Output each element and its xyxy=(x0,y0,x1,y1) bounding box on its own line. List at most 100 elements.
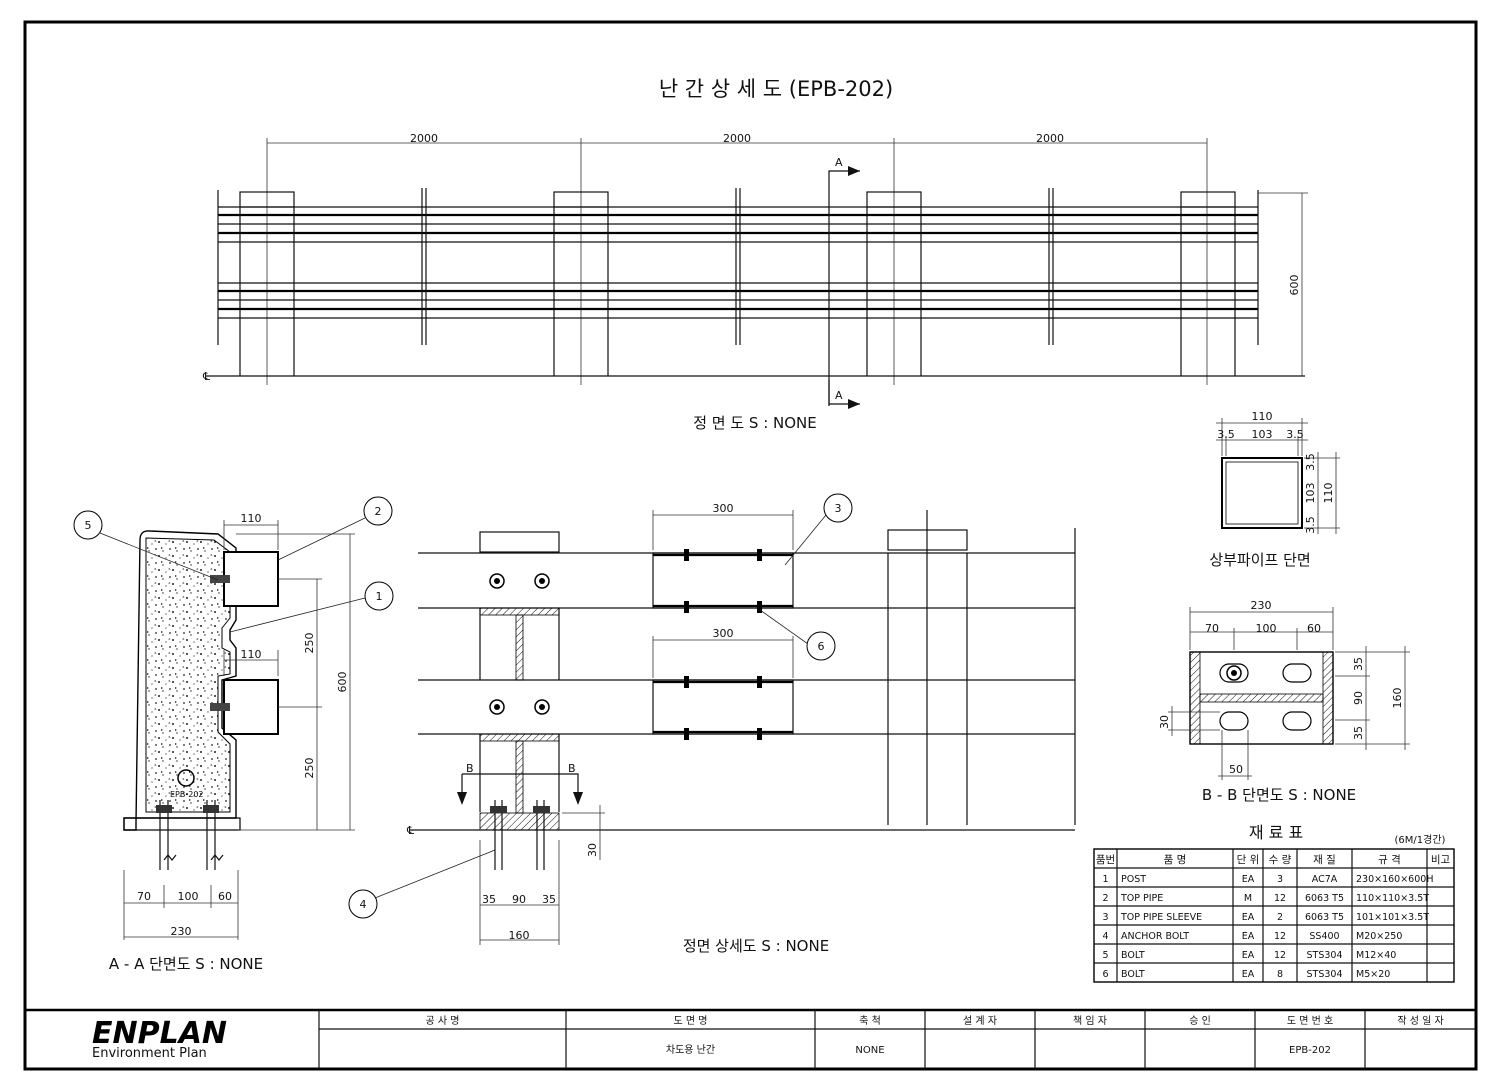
drawing-title: 난 간 상 세 도 (EPB-202) xyxy=(659,77,893,101)
front-view: 2000 2000 2000 xyxy=(202,132,1308,432)
material-row-2-col-3: 2 xyxy=(1277,912,1283,923)
detail-base-dim: 30 xyxy=(586,843,599,857)
aa-w3: 60 xyxy=(218,890,232,903)
section-aa-caption: A - A 단면도 S : NONE xyxy=(109,955,263,973)
pipe-section: 110 103 3.5 3.5 3.5 103 3.5 110 상부파이프 단면 xyxy=(1209,410,1340,569)
pipe-bot: 3.5 xyxy=(1304,516,1317,534)
sleeve-len-top: 300 xyxy=(713,502,734,515)
material-row-1-col-4: 6063 T5 xyxy=(1305,893,1344,904)
material-row-5-col-1: BOLT xyxy=(1121,969,1145,980)
bb-c: 60 xyxy=(1307,622,1321,635)
material-row-2-col-4: 6063 T5 xyxy=(1305,912,1344,923)
material-row-1-col-2: M xyxy=(1244,893,1252,904)
material-row-5-col-4: STS304 xyxy=(1307,969,1343,980)
material-row-3-col-4: SS400 xyxy=(1309,931,1339,942)
material-row-4-col-3: 12 xyxy=(1274,950,1286,961)
bb-top: 35 xyxy=(1352,657,1365,671)
material-row-3-col-0: 4 xyxy=(1102,931,1108,942)
material-row-5-col-2: EA xyxy=(1242,969,1255,980)
section-a-top: A xyxy=(835,156,843,169)
aa-w2: 100 xyxy=(178,890,199,903)
balloon-6: 6 xyxy=(818,640,825,653)
balloon-5: 5 xyxy=(85,519,92,532)
bb-bot: 35 xyxy=(1352,726,1365,740)
material-table-title: 재 료 표 xyxy=(1249,823,1303,842)
pipe-width: 110 xyxy=(1252,410,1273,423)
section-a-bottom: A xyxy=(835,389,843,402)
aa-w1: 70 xyxy=(137,890,151,903)
front-detail-caption: 정면 상세도 S : NONE xyxy=(683,937,829,955)
front-view-caption: 정 면 도 S : NONE xyxy=(693,414,817,432)
title-header-4: 책 임 자 xyxy=(1073,1014,1107,1027)
material-row-2-col-5: 101×101×3.5T xyxy=(1356,912,1429,923)
bb-a: 70 xyxy=(1205,622,1219,635)
title-header-2: 축 척 xyxy=(859,1015,881,1027)
post-label: EPB-202 xyxy=(170,790,204,799)
material-row-5-col-5: M5×20 xyxy=(1356,969,1390,980)
material-row-3-col-5: M20×250 xyxy=(1356,931,1402,942)
material-row-0-col-3: 3 xyxy=(1277,874,1283,885)
material-row-4-col-1: BOLT xyxy=(1121,950,1145,961)
material-table-note: (6M/1경간) xyxy=(1395,833,1446,846)
title-header-5: 승 인 xyxy=(1189,1015,1211,1027)
detail-w3: 35 xyxy=(542,893,556,906)
material-header-6: 비고 xyxy=(1431,854,1451,866)
title-value-6: EPB-202 xyxy=(1289,1045,1331,1056)
bb-hole: 30 xyxy=(1158,715,1171,729)
title-header-0: 공 사 명 xyxy=(426,1015,460,1027)
bb-height: 160 xyxy=(1391,688,1404,709)
bb-slot: 50 xyxy=(1229,763,1243,776)
pipe-section-caption: 상부파이프 단면 xyxy=(1209,551,1310,569)
material-row-4-col-2: EA xyxy=(1242,950,1255,961)
title-value-1: 차도용 난간 xyxy=(666,1044,715,1056)
material-row-1-col-3: 12 xyxy=(1274,893,1286,904)
material-row-0-col-5: 230×160×600H xyxy=(1356,874,1433,885)
material-row-3-col-1: ANCHOR BOLT xyxy=(1121,931,1189,942)
section-bb-caption: B - B 단면도 S : NONE xyxy=(1202,786,1356,804)
span-dim-2: 2000 xyxy=(723,132,751,145)
aa-width: 230 xyxy=(171,925,192,938)
bb-width: 230 xyxy=(1251,599,1272,612)
aa-mid-pipe-dim: 110 xyxy=(241,648,262,661)
title-header-7: 작 성 일 자 xyxy=(1397,1015,1443,1027)
material-row-0-col-1: POST xyxy=(1121,874,1146,885)
company-logo-sub: Environment Plan xyxy=(92,1046,207,1061)
material-row-3-col-3: 12 xyxy=(1274,931,1286,942)
pipe-right: 3.5 xyxy=(1286,428,1304,441)
sleeve-len-bot: 300 xyxy=(713,627,734,640)
front-detail: 300 300 ℄ B B 30 35 90 35 160 3 6 4 xyxy=(348,493,1076,955)
material-row-5-col-3: 8 xyxy=(1277,969,1283,980)
bb-mid: 90 xyxy=(1352,691,1365,705)
detail-cl-mark: ℄ xyxy=(406,824,414,837)
pipe-top: 3.5 xyxy=(1304,453,1317,471)
section-aa: EPB-202 110 110 250 250 600 70 100 60 23… xyxy=(73,496,394,973)
span-dim-1: 2000 xyxy=(410,132,438,145)
material-header-2: 단 위 xyxy=(1237,853,1260,866)
balloon-4: 4 xyxy=(360,898,367,911)
material-row-2-col-0: 3 xyxy=(1102,912,1108,923)
detail-width: 160 xyxy=(509,929,530,942)
material-row-2-col-2: EA xyxy=(1242,912,1255,923)
material-header-5: 규 격 xyxy=(1378,853,1401,866)
material-row-0-col-0: 1 xyxy=(1102,874,1108,885)
material-row-2-col-1: TOP PIPE SLEEVE xyxy=(1120,912,1202,923)
detail-w2: 90 xyxy=(512,893,526,906)
material-row-4-col-4: STS304 xyxy=(1307,950,1343,961)
front-height-dim: 600 xyxy=(1288,275,1301,296)
title-header-1: 도 면 명 xyxy=(674,1015,708,1027)
bb-b: 100 xyxy=(1256,622,1277,635)
section-b-right: B xyxy=(568,762,576,775)
title-header-6: 도 면 번 호 xyxy=(1287,1015,1333,1027)
material-header-0: 품번 xyxy=(1096,854,1115,866)
material-row-0-col-2: EA xyxy=(1242,874,1255,885)
aa-top-pipe-dim: 110 xyxy=(241,512,262,525)
material-header-4: 재 질 xyxy=(1313,854,1336,866)
aa-upper-dim: 250 xyxy=(303,633,316,654)
pipe-mid: 103 xyxy=(1304,483,1317,504)
material-header-3: 수 량 xyxy=(1269,854,1292,866)
pipe-left: 3.5 xyxy=(1217,428,1235,441)
pipe-height: 110 xyxy=(1322,483,1335,504)
